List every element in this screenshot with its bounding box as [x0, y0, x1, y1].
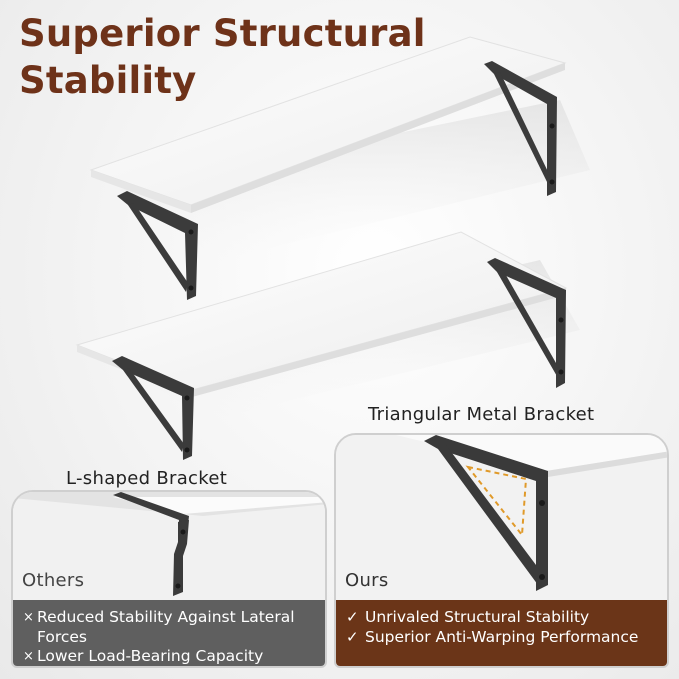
check-icon: ✓: [346, 627, 359, 646]
cross-icon: ×: [23, 649, 34, 664]
ours-points: ✓ Unrivaled Structural Stability ✓ Super…: [336, 600, 667, 666]
ours-point-text: Unrivaled Structural Stability: [365, 608, 590, 626]
others-point-text: Reduced Stability Against Lateral Forces: [37, 608, 295, 646]
page-title-line-1: Superior Structural: [19, 12, 426, 55]
page-title: Superior Structural Stability: [19, 10, 426, 104]
others-point-2: × Lower Load-Bearing Capacity: [23, 647, 317, 666]
top-shelf: [89, 36, 567, 213]
others-point-1: × Reduced Stability Against Lateral Forc…: [23, 608, 317, 647]
others-panel: Others × Reduced Stability Against Later…: [11, 490, 327, 668]
ours-point-2: ✓ Superior Anti-Warping Performance: [346, 628, 659, 648]
ours-point-text: Superior Anti-Warping Performance: [365, 627, 639, 646]
ours-point-1: ✓ Unrivaled Structural Stability: [346, 608, 659, 628]
l-bracket: [113, 492, 189, 596]
triangular-bracket: [424, 435, 548, 591]
bottom-left-bracket: [112, 356, 194, 460]
ours-label: Ours: [345, 570, 389, 591]
l-shaped-bracket-caption: L-shaped Bracket: [66, 468, 228, 489]
others-point-text: Lower Load-Bearing Capacity: [37, 647, 264, 665]
top-shelf-shadow: [120, 100, 590, 260]
ours-panel: Ours ✓ Unrivaled Structural Stability ✓ …: [334, 433, 669, 668]
others-label: Others: [22, 570, 85, 591]
top-right-bracket: [484, 61, 557, 196]
check-icon: ✓: [346, 608, 359, 626]
triangle-highlight: [465, 465, 528, 538]
bottom-right-bracket: [487, 258, 566, 388]
top-left-bracket: [117, 191, 198, 300]
cross-icon: ×: [23, 610, 34, 625]
others-points: × Reduced Stability Against Lateral Forc…: [13, 600, 325, 666]
triangular-bracket-caption: Triangular Metal Bracket: [368, 404, 595, 425]
page-title-line-2: Stability: [19, 59, 197, 102]
